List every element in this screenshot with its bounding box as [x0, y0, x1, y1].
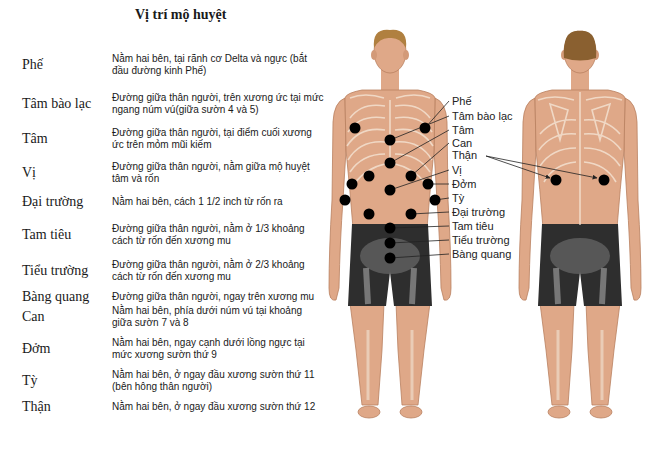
leader-line: [390, 254, 449, 258]
acupoint-dot: [385, 253, 396, 264]
leader-lines: [390, 101, 597, 258]
point-description: Nằm hai bên, tại rãnh cơ Delta và ngực (…: [112, 53, 317, 77]
point-description: Nằm hai bên, ở ngay đầu xương sườn thứ 1…: [112, 401, 327, 413]
figure-label: Tam tiêu: [452, 219, 494, 233]
leader-line: [390, 240, 449, 243]
acupoint-dot: [406, 209, 417, 220]
figure-label: Đại trường: [452, 205, 505, 219]
acupoint-dot: [385, 185, 396, 196]
point-description: Đường giữa thân người, trên xương ức tại…: [112, 92, 324, 116]
point-description: Nằm hai bên, ngay cạnh dưới lồng ngực tạ…: [112, 337, 324, 361]
figure-label: Thận: [452, 148, 477, 162]
figure-label: Phế: [452, 94, 472, 108]
point-name: Thận: [22, 399, 51, 415]
point-name: Tỳ: [22, 373, 38, 389]
acupoint-dot: [551, 175, 562, 186]
acupoint-dot: [364, 171, 375, 182]
figure-label: Tỳ: [452, 191, 464, 205]
acupoint-dot: [599, 175, 610, 186]
point-description: Nằm hai bên, ở ngay đầu xương sườn thứ 1…: [112, 369, 324, 393]
acupoint-dot: [385, 223, 396, 234]
acupoint-dot: [385, 158, 396, 169]
point-name: Phế: [22, 57, 43, 73]
acupoint-dot: [406, 171, 417, 182]
point-name: Tâm: [22, 131, 48, 147]
acupoint-dot: [430, 195, 441, 206]
back-skeleton: [538, 92, 622, 225]
front-body: [329, 31, 451, 418]
acupoint-dot: [347, 179, 358, 190]
acupoint-dot: [423, 179, 434, 190]
figure-label: Tâm bào lạc: [452, 109, 513, 123]
acupoint-dots: [340, 123, 610, 264]
figure-label: Can: [452, 136, 472, 150]
front-details: [347, 30, 433, 184]
diagram-title: Vị trí mộ huyệt: [135, 7, 226, 23]
leader-line: [411, 212, 449, 214]
figure-label: Vị: [452, 163, 462, 177]
leader-line: [390, 170, 449, 190]
point-description: Nằm hai bên, phía dưới núm vú tại khoảng…: [112, 305, 324, 329]
back-details: [538, 31, 622, 225]
point-description: Đường giữa thân người, ngay trên xương m…: [112, 291, 327, 303]
back-body: [519, 31, 641, 418]
point-name: Đởm: [22, 341, 50, 357]
hair: [564, 31, 596, 61]
acupoint-dot: [420, 123, 431, 134]
point-name: Đại trường: [22, 194, 83, 210]
point-name: Bàng quang: [22, 289, 89, 305]
acupoint-dot: [340, 195, 351, 206]
acupoint-dot: [350, 123, 361, 134]
figure-label: Bàng quang: [452, 247, 511, 261]
point-description: Đường giữa thân người, nằm ở 1/3 khoảng …: [112, 223, 317, 247]
point-description: Nằm hai bên, cách 1 1/2 inch từ rốn ra: [112, 196, 324, 208]
point-description: Đường giữa thân người, nằm giữa mộ huyệt…: [112, 161, 317, 185]
figure-label: Tâm: [452, 123, 474, 137]
point-name: Tam tiêu: [22, 227, 71, 243]
acupoint-dot: [385, 238, 396, 249]
ribcage: [347, 95, 433, 184]
figure-label: Tiểu trường: [452, 233, 510, 247]
point-name: Tiểu trường: [22, 263, 88, 279]
point-description: Đường giữa thân người, nằm ở 2/3 khoảng …: [112, 259, 317, 283]
point-name: Vị: [22, 165, 36, 181]
point-description: Đường giữa thân người, tại điểm cuối xươ…: [112, 127, 317, 151]
leader-line: [390, 130, 449, 163]
leader-line: [390, 116, 449, 140]
figure-label: Đởm: [452, 177, 476, 191]
leader-arrow: [486, 156, 597, 178]
acupoint-dot: [364, 209, 375, 220]
leader-line: [411, 143, 449, 176]
acupoint-dot: [385, 135, 396, 146]
leader-line: [390, 226, 449, 228]
point-name: Tâm bào lạc: [22, 96, 91, 112]
hair: [374, 30, 406, 48]
point-name: Can: [22, 309, 45, 325]
